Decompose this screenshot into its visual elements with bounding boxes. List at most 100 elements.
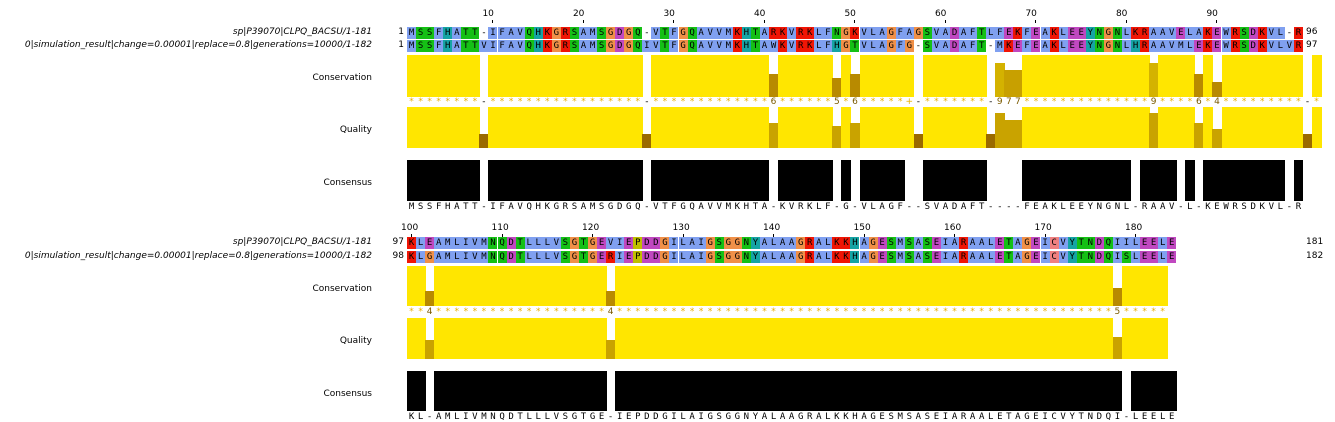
residue[interactable]: K <box>407 251 417 263</box>
residue[interactable]: E <box>1212 27 1222 39</box>
residue[interactable]: L <box>986 251 996 263</box>
residue[interactable]: K <box>1004 40 1014 52</box>
residue[interactable]: Y <box>750 251 760 263</box>
residue[interactable]: A <box>913 237 923 249</box>
residue[interactable]: M <box>443 237 453 249</box>
residue[interactable]: L <box>416 251 426 263</box>
residue[interactable]: T <box>977 27 987 39</box>
residue[interactable]: T <box>470 40 480 52</box>
residue[interactable]: K <box>850 27 860 39</box>
residue[interactable]: K <box>1203 27 1213 39</box>
residue[interactable]: E <box>931 251 941 263</box>
residue[interactable]: V <box>931 40 941 52</box>
residue[interactable]: I <box>1040 251 1050 263</box>
residue[interactable]: S <box>425 40 435 52</box>
residue[interactable]: C <box>1049 237 1059 249</box>
residue[interactable]: E <box>1031 251 1041 263</box>
residue[interactable]: K <box>805 40 815 52</box>
residue[interactable]: D <box>642 237 652 249</box>
residue[interactable]: S <box>922 237 932 249</box>
residue[interactable]: T <box>850 40 860 52</box>
residue[interactable]: N <box>1112 40 1122 52</box>
residue[interactable]: L <box>823 237 833 249</box>
residue[interactable]: S <box>1121 251 1131 263</box>
residue[interactable]: A <box>759 251 769 263</box>
residue[interactable]: G <box>624 27 634 39</box>
residue[interactable]: T <box>461 40 471 52</box>
residue[interactable]: G <box>569 237 579 249</box>
residue[interactable]: S <box>425 27 435 39</box>
residue[interactable]: L <box>1131 251 1141 263</box>
residue[interactable]: V <box>714 40 724 52</box>
residue[interactable]: Q <box>687 40 697 52</box>
residue[interactable]: V <box>470 251 480 263</box>
residue[interactable]: L <box>814 27 824 39</box>
residue[interactable]: S <box>886 251 896 263</box>
residue[interactable]: I <box>940 251 950 263</box>
residue[interactable]: R <box>959 237 969 249</box>
residue[interactable]: L <box>542 237 552 249</box>
residue[interactable]: I <box>488 40 498 52</box>
residue[interactable]: A <box>959 40 969 52</box>
residue[interactable]: K <box>1257 27 1267 39</box>
residue[interactable]: F <box>434 27 444 39</box>
residue[interactable]: G <box>606 40 616 52</box>
residue[interactable]: I <box>642 40 652 52</box>
residue[interactable]: R <box>1230 27 1240 39</box>
residue[interactable]: L <box>542 251 552 263</box>
residue[interactable]: N <box>1085 251 1095 263</box>
residue[interactable]: R <box>1293 40 1303 52</box>
residue[interactable]: R <box>606 251 616 263</box>
residue[interactable]: K <box>1049 40 1059 52</box>
residue[interactable]: D <box>1248 40 1258 52</box>
residue[interactable]: T <box>515 237 525 249</box>
residue[interactable]: V <box>1266 40 1276 52</box>
residue[interactable]: L <box>1121 40 1131 52</box>
residue[interactable]: Q <box>687 27 697 39</box>
residue[interactable]: E <box>597 251 607 263</box>
residue[interactable]: L <box>678 251 688 263</box>
residue[interactable]: D <box>506 251 516 263</box>
residue[interactable]: A <box>1013 237 1023 249</box>
residue[interactable]: R <box>1230 40 1240 52</box>
residue[interactable]: K <box>732 27 742 39</box>
residue[interactable]: I <box>1112 251 1122 263</box>
residue[interactable]: D <box>651 251 661 263</box>
residue[interactable]: V <box>651 40 661 52</box>
residue[interactable]: I <box>461 237 471 249</box>
residue[interactable]: Q <box>497 237 507 249</box>
residue[interactable]: V <box>705 27 715 39</box>
residue[interactable]: T <box>750 40 760 52</box>
residue[interactable]: A <box>968 251 978 263</box>
residue[interactable]: M <box>895 237 905 249</box>
residue[interactable]: R <box>805 251 815 263</box>
residue[interactable]: L <box>1058 27 1068 39</box>
residue[interactable]: A <box>578 27 588 39</box>
residue[interactable]: L <box>1275 40 1285 52</box>
residue[interactable]: G <box>732 251 742 263</box>
residue[interactable]: E <box>425 237 435 249</box>
residue[interactable]: M <box>588 40 598 52</box>
residue[interactable]: A <box>506 40 516 52</box>
residue[interactable]: E <box>624 251 634 263</box>
residue[interactable]: G <box>1103 40 1113 52</box>
residue[interactable]: F <box>823 40 833 52</box>
residue[interactable]: H <box>850 251 860 263</box>
residue[interactable]: A <box>904 27 914 39</box>
residue[interactable]: D <box>615 27 625 39</box>
residue[interactable]: E <box>624 237 634 249</box>
residue[interactable]: K <box>841 237 851 249</box>
residue[interactable]: T <box>515 251 525 263</box>
residue[interactable]: V <box>515 40 525 52</box>
residue[interactable]: A <box>1194 27 1204 39</box>
residue[interactable]: V <box>787 27 797 39</box>
residue[interactable]: E <box>1031 27 1041 39</box>
residue[interactable]: A <box>687 237 697 249</box>
residue[interactable]: A <box>696 27 706 39</box>
residue[interactable]: I <box>1112 237 1122 249</box>
residue[interactable]: A <box>778 237 788 249</box>
residue[interactable]: G <box>551 40 561 52</box>
residue[interactable]: S <box>904 237 914 249</box>
residue[interactable]: S <box>922 40 932 52</box>
residue[interactable]: T <box>578 237 588 249</box>
